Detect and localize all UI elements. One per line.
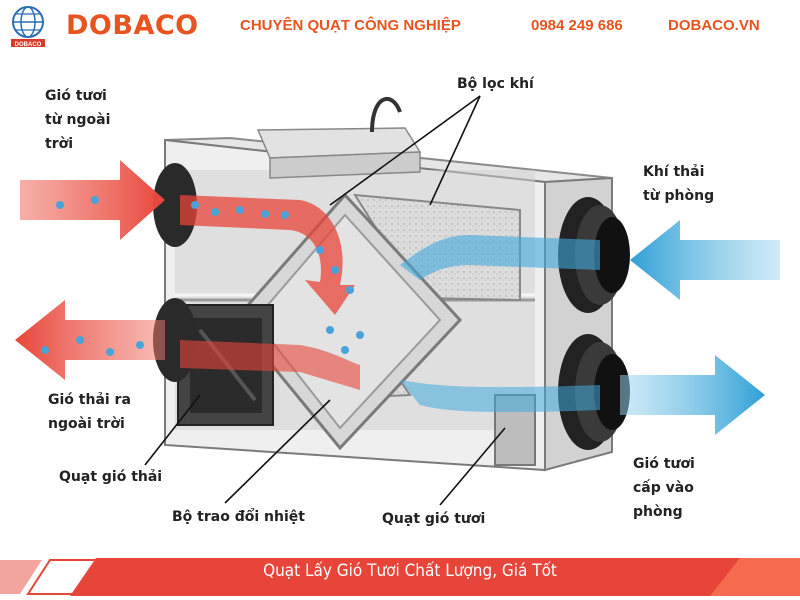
moisture-droplets: [41, 196, 364, 356]
footer-banner-text: Quạt Lấy Gió Tươi Chất Lượng, Giá Tốt: [263, 561, 557, 581]
exhaust-air-out-arrow: [15, 300, 165, 380]
label-fresh-fan: Quạt gió tươi: [382, 511, 486, 527]
label-fresh-to-room: Gió tươi cấp vào phòng: [633, 456, 695, 520]
label-exhaust-from-room: Khí thải từ phòng: [643, 164, 715, 204]
label-exhaust-out: Gió thải ra ngoài trời: [48, 392, 131, 432]
label-fresh-air-in: Gió tươi từ ngoài trời: [45, 88, 111, 152]
leader-lines: [144, 95, 506, 506]
fresh-supply-internal-flow: [400, 380, 600, 413]
globe-logo-icon: DOBACO: [11, 6, 45, 48]
label-heat-exchanger: Bộ trao đổi nhiệt: [172, 509, 305, 525]
fresh-air-internal-flow: [180, 195, 355, 315]
footer-banner: [0, 558, 800, 596]
ventilation-unit-diagram: [15, 95, 780, 506]
brand-name: DOBACO: [66, 10, 199, 41]
slogan: CHUYÊN QUẠT CÔNG NGHIỆP: [240, 17, 461, 34]
header-bar: DOBACO DOBACO CHUYÊN QUẠT CÔNG NGHIỆP 09…: [0, 0, 800, 52]
room-exhaust-internal-flow: [400, 235, 600, 280]
exhaust-internal-flow: [180, 340, 360, 390]
room-exhaust-in-arrow: [630, 220, 780, 300]
label-exhaust-fan: Quạt gió thải: [59, 469, 163, 485]
fresh-supply-out-arrow: [620, 355, 765, 435]
phone-number[interactable]: 0984 249 686: [531, 17, 623, 34]
control-box: [256, 96, 422, 179]
label-air-filter: Bộ lọc khí: [457, 76, 534, 92]
logo-text: DOBACO: [15, 42, 42, 48]
website-link[interactable]: DOBACO.VN: [668, 17, 760, 34]
